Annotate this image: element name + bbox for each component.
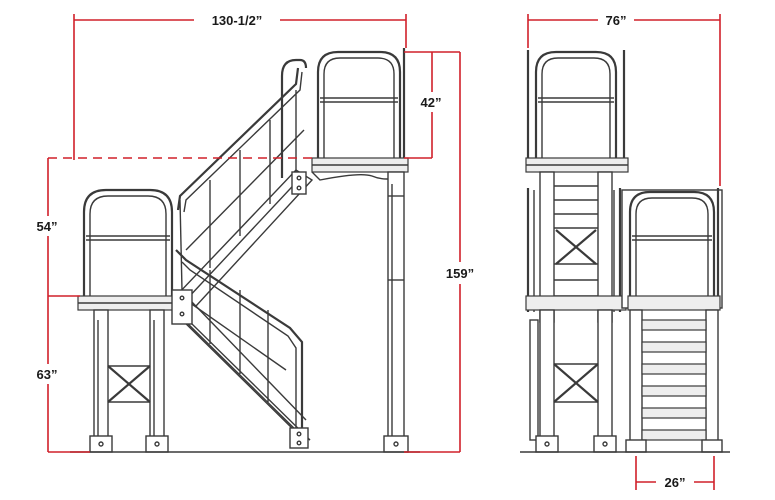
front-width-label: 76” xyxy=(606,13,627,28)
upper-flight xyxy=(174,58,314,307)
side-view-dimensions: 130-1/2” 42” 159” 54” 63” xyxy=(30,10,480,453)
front-lower-stair xyxy=(621,188,723,453)
front-view-dimensions: 76” 26” xyxy=(527,10,721,492)
side-width-label: 130-1/2” xyxy=(212,13,263,28)
lower-flight xyxy=(171,249,311,449)
lower-landing xyxy=(77,188,179,453)
front-legs xyxy=(529,309,617,453)
guardrail-height-label: 42” xyxy=(421,95,442,110)
front-top-platform xyxy=(525,50,629,173)
top-platform xyxy=(311,48,409,453)
overall-height-label: 159” xyxy=(446,266,474,281)
stair-width-label: 26” xyxy=(665,475,686,490)
lower-landing-height-label: 63” xyxy=(37,367,58,382)
intermediate-rise-label: 54” xyxy=(37,219,58,234)
side-view xyxy=(70,48,420,453)
front-view xyxy=(520,50,730,453)
front-upper-flight xyxy=(525,171,627,323)
